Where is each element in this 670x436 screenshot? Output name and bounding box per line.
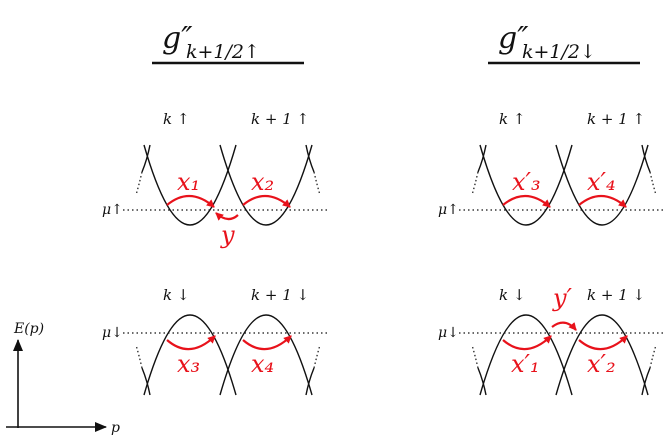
band-label-k-up: k ↑ [163,110,189,128]
neighbor-band-left-down-right [477,367,487,396]
neighbor-band-left-down-dotted [135,344,143,369]
band-curve-k-down [143,314,237,396]
band-curve-k-down-right [479,314,573,396]
neighbor-band-right-down [305,367,315,396]
title-right-sub: k+1/2↓ [522,41,596,63]
right-lower-panel: k ↓ k + 1 ↓ μ↓ x′₁ x′₂ y′ [438,284,666,396]
neighbor-band-right-down-right [641,367,651,396]
mu-down-label-right: μ↓ [438,325,459,341]
neighbor-band-right-down-right-dotted [649,344,657,369]
neighbor-band-left-down [141,367,151,396]
hop-arrow-x4p [578,194,627,208]
band-label-k1-up: k + 1 ↑ [251,110,309,128]
band-label-k1-down-right: k + 1 ↓ [587,286,645,304]
hop-arrow-x3 [166,335,216,351]
hop-label-x1: x₁ [177,168,200,196]
hop-label-x3: x₃ [177,350,200,378]
title-right: g″ k+1/2↓ [488,21,640,65]
band-curve-k1-down-right [555,314,649,396]
neighbor-band-right-right-dotted [649,171,657,196]
hop-arrow-x1 [166,194,215,208]
mu-down-label: μ↓ [102,325,123,341]
hop-arrow-x3p [502,194,551,208]
hop-arrow-x4 [242,335,292,351]
momentum-axis-label: p [111,420,120,436]
title-right-main: g″ [498,21,529,56]
neighbor-band-right [305,144,315,173]
neighbor-band-right-right [641,144,651,173]
mu-up-label: μ↑ [102,202,123,218]
hop-label-x1p: x′₁ [511,350,540,378]
band-curve-k-up [143,144,237,226]
band-label-k1-up-right: k + 1 ↑ [587,110,645,128]
neighbor-band-left-down-right-dotted [471,344,479,369]
hop-label-x2p: x′₂ [587,350,616,378]
band-label-k1-down: k + 1 ↓ [251,286,309,304]
hop-arrow-x1p [502,335,552,351]
left-upper-panel: k ↑ k + 1 ↑ μ↑ x₁ x₂ y [102,110,330,249]
axes: E(p) p [6,321,120,436]
neighbor-band-left [141,144,151,173]
title-left-sub: k+1/2↑ [186,41,260,63]
neighbor-band-left-right-dotted [471,171,479,196]
band-curve-k1-down [219,314,313,396]
title-left-main: g″ [162,21,193,56]
hop-arrow-x2p [578,335,628,351]
neighbor-band-right-dotted [313,171,321,196]
hop-label-x4: x₄ [251,350,274,378]
band-label-k-up-right: k ↑ [499,110,525,128]
hop-arrow-x2 [242,194,291,208]
hop-arrow-yp [551,321,577,331]
hop-label-x2: x₂ [251,168,274,196]
neighbor-band-right-down-dotted [313,344,321,369]
band-curve-k1-up-right [555,144,649,226]
band-label-k-down-right: k ↓ [499,286,525,304]
title-left: g″ k+1/2↑ [152,21,304,65]
band-label-k-down: k ↓ [163,286,189,304]
hop-label-yp: y′ [552,284,573,312]
band-curve-k1-up [219,144,313,226]
hop-label-x3p: x′₃ [512,168,541,196]
hop-label-y: y [220,221,235,249]
right-upper-panel: k ↑ k + 1 ↑ μ↑ x′₃ x′₄ [438,110,666,226]
mu-up-label-right: μ↑ [438,202,459,218]
neighbor-band-left-right [477,144,487,173]
band-curve-k-up-right [479,144,573,226]
left-lower-panel: k ↓ k + 1 ↓ μ↓ x₃ x₄ [102,286,330,396]
neighbor-band-left-dotted [135,171,143,196]
hop-arrow-y [215,212,239,221]
energy-axis-label: E(p) [13,321,44,337]
hop-label-x4p: x′₄ [587,168,616,196]
